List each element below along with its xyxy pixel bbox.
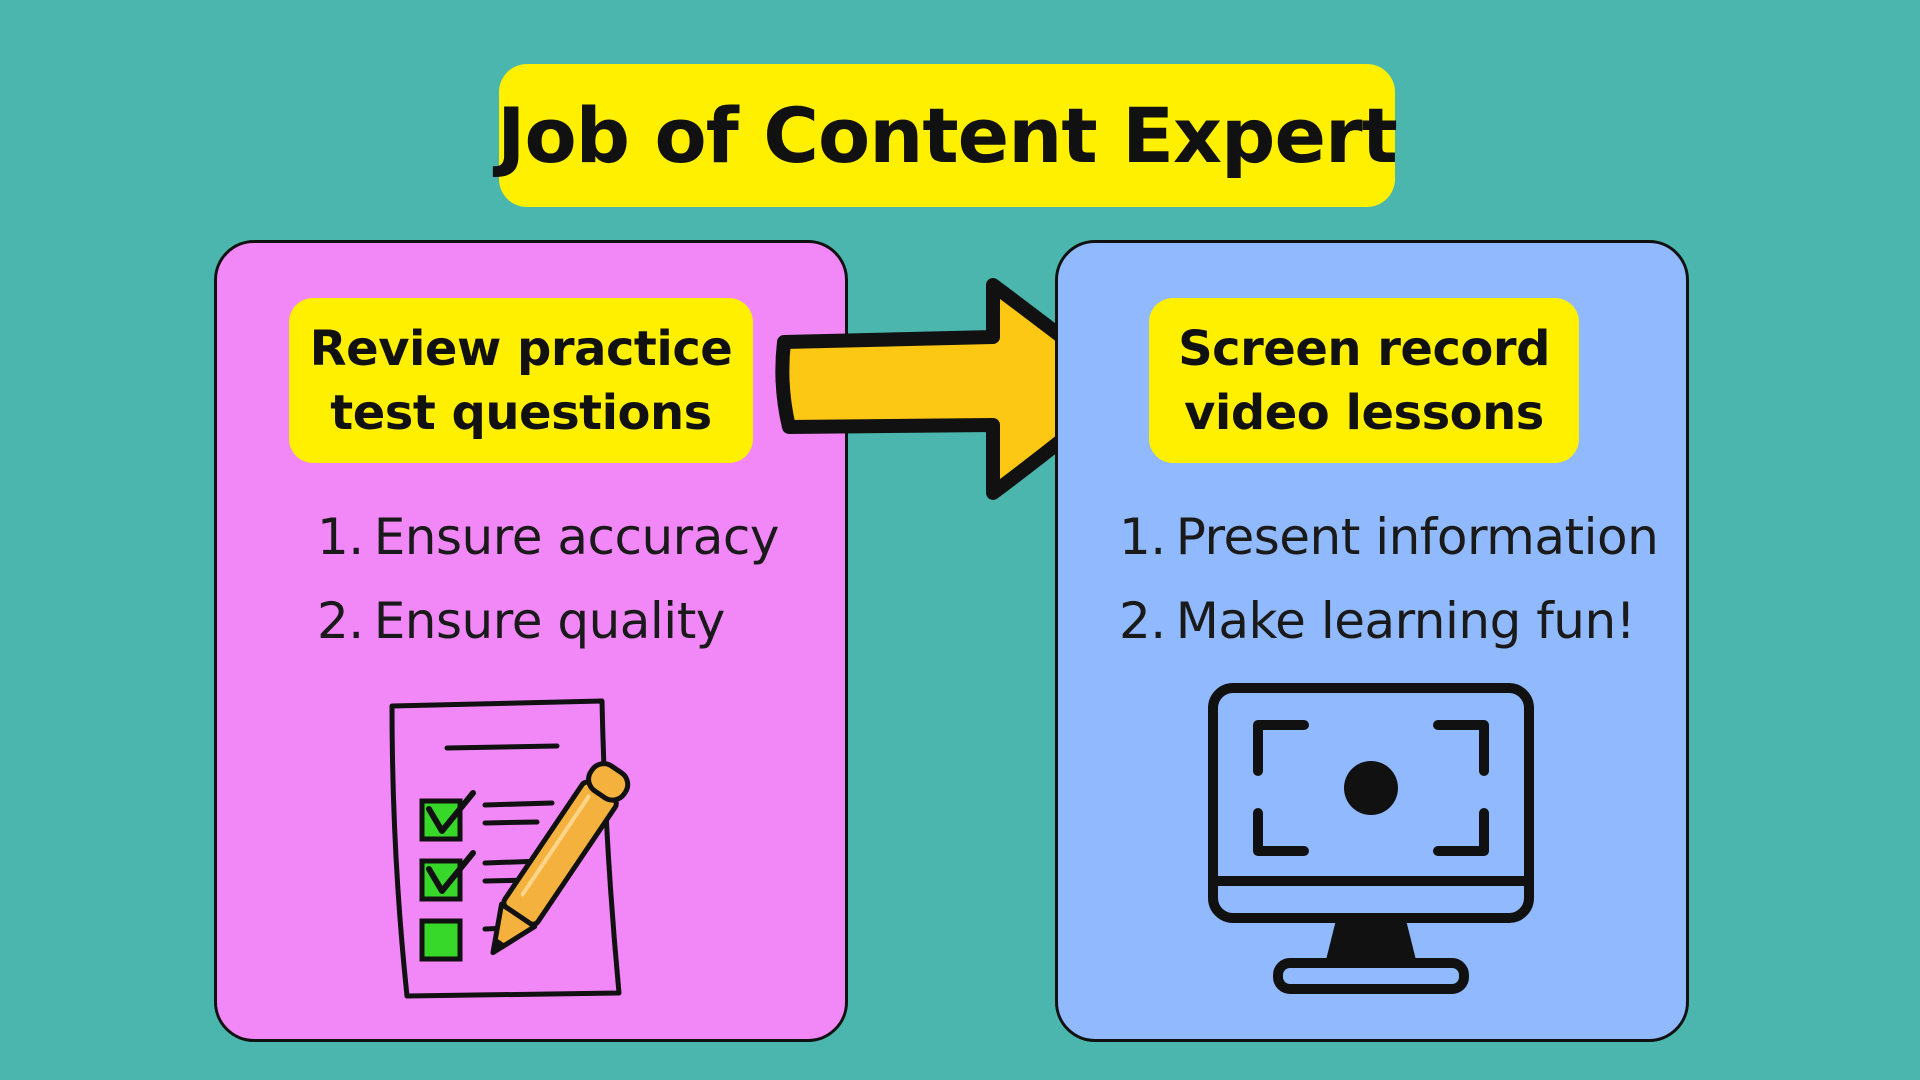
list-item-text: Ensure quality [373,592,726,650]
review-panel: Review practice test questions 1. Ensure… [214,240,848,1042]
list-item: 1. Ensure accuracy [317,495,779,579]
list-item: 2. Make learning fun! [1119,579,1658,663]
list-item-number: 1. [317,508,364,566]
review-heading-line: Review practice [309,320,733,377]
title-banner: Job of Content Expert [497,64,1398,207]
record-heading-line: video lessons [1184,384,1544,441]
checklist-with-pencil-icon [389,698,631,999]
record-heading-box: Screen record video lessons [1149,298,1579,463]
list-item-text: Present information [1175,508,1659,566]
review-heading-box: Review practice test questions [289,298,753,463]
page-title: Job of Content Expert [497,91,1398,180]
review-task-list: 1. Ensure accuracy 2. Ensure quality [317,495,779,663]
list-item-number: 2. [1119,592,1166,650]
record-panel: Screen record video lessons 1. Present i… [1055,240,1689,1042]
record-task-list: 1. Present information 2. Make learning … [1119,495,1659,663]
list-item: 2. Ensure quality [317,579,779,663]
review-heading-line: test questions [330,384,712,441]
list-item: 1. Present information [1119,495,1659,579]
screen-record-monitor-icon [1208,683,1534,994]
list-item-text: Ensure accuracy [373,508,780,566]
list-item-number: 1. [1119,508,1166,566]
list-item-number: 2. [317,592,364,650]
list-item-text: Make learning fun! [1175,592,1636,650]
record-heading-line: Screen record [1178,320,1550,377]
